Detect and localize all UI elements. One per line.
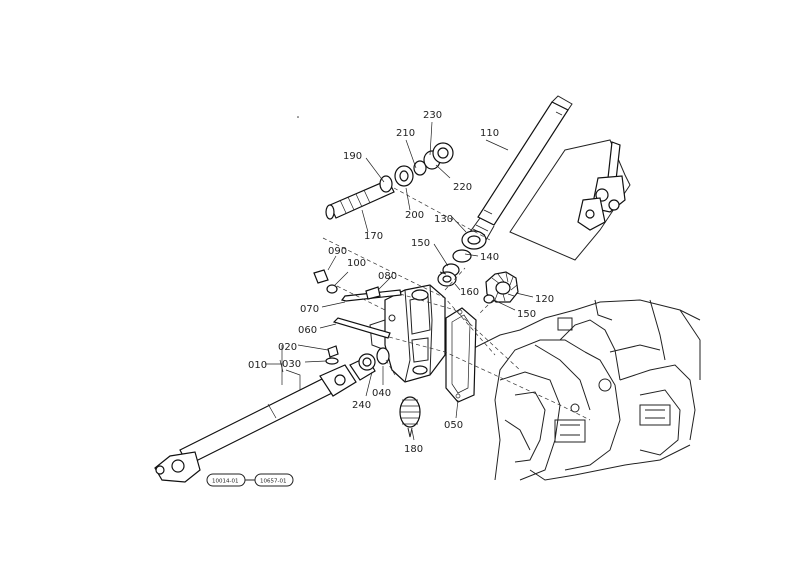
label-060: 060 <box>298 325 317 336</box>
reference-boxes: 10014-01 10657-01 <box>206 473 294 487</box>
leader-lines <box>265 121 534 441</box>
bearings-and-gears <box>437 230 519 304</box>
label-050: 050 <box>444 420 463 431</box>
label-170: 170 <box>364 231 383 242</box>
label-160: 160 <box>460 287 479 298</box>
steering-shaft <box>469 95 573 241</box>
bolts-and-washers <box>313 269 402 365</box>
label-020: 020 <box>278 342 297 353</box>
label-210: 210 <box>396 128 415 139</box>
part-labels: 110 230 210 190 220 200 170 130 140 150 … <box>248 110 554 455</box>
lower-steering-shaft <box>154 347 390 483</box>
label-130: 130 <box>434 214 453 225</box>
label-100: 100 <box>347 258 366 269</box>
label-150-upper: 150 <box>411 238 430 249</box>
label-220: 220 <box>453 182 472 193</box>
label-080: 080 <box>378 271 397 282</box>
upper-universal-joint <box>509 139 631 261</box>
assembly-guide-lines <box>322 187 591 421</box>
label-010: 010 <box>248 360 267 371</box>
label-140: 140 <box>480 252 499 263</box>
label-090: 090 <box>328 246 347 257</box>
cross-shaft <box>325 142 454 220</box>
bevel-pinion <box>399 396 421 438</box>
label-180: 180 <box>404 444 423 455</box>
ref-box-right: 10657-01 <box>260 479 286 485</box>
gear-case <box>369 284 477 403</box>
label-150-lower: 150 <box>517 309 536 320</box>
label-240: 240 <box>352 400 371 411</box>
label-120: 120 <box>535 294 554 305</box>
label-070: 070 <box>300 304 319 315</box>
label-230: 230 <box>423 110 442 121</box>
label-040: 040 <box>372 388 391 399</box>
ref-box-left: 10014-01 <box>212 479 238 485</box>
label-030: 030 <box>282 359 301 370</box>
label-190: 190 <box>343 151 362 162</box>
stray-dot <box>297 116 299 118</box>
label-110: 110 <box>480 128 499 139</box>
transmission-housing <box>469 299 701 481</box>
label-200: 200 <box>405 210 424 221</box>
